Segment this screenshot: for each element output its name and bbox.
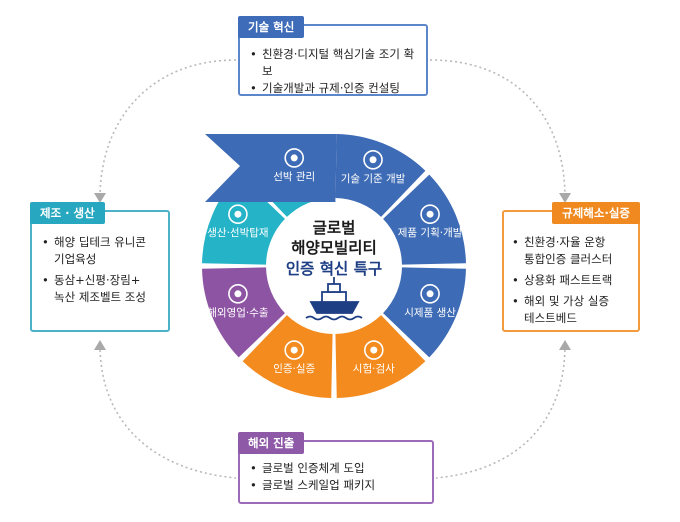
mfg-item-1-line2: 기업육성 [54,252,97,266]
reg-item-3-line2: 테스트베드 [524,311,577,325]
mfg-item-1: 해양 딥테크 유니콘 기업육성 [42,234,160,268]
connector-arc-top-right [429,59,566,199]
regulation-box: 규제해소·실증 친환경·자율 운항 통합인증 클러스터 상용화 패스트트랙 해외… [502,202,640,332]
center-title-line2: 해양모빌리티 [291,239,377,257]
segment-label-6: 해외영업·수출 [207,306,269,319]
reg-item-1-line1: 친환경·자율 운항 [524,235,606,249]
factory-ship-icon [228,204,248,225]
tech-innovation-title: 기술 혁신 [238,16,305,38]
mfg-item-2-line2: 녹산 제조벨트 조성 [54,290,146,304]
reg-item-1: 친환경·자율 운항 통합인증 클러스터 [512,234,632,268]
connector-arc-bottom-right [435,344,566,479]
reg-item-2: 상용화 패스트트랙 [512,272,632,289]
recycle-icon [363,149,383,170]
tech-item-2: 기술개발과 규제·인증 컨설팅 [250,80,416,97]
reg-item-3-line1: 해외 및 가상 실증 [524,294,610,308]
center-circle [271,203,397,329]
segment-3 [383,267,466,358]
globe-icon [228,283,248,304]
mfg-item-2-line1: 동삼+신평·장림+ [54,273,141,287]
connector-arc-top-left [99,59,237,199]
connector-arcs [99,59,566,479]
tech-item-1: 친환경·디지털 핵심기술 조기 확보 [250,46,416,80]
gear-check-icon [284,148,305,168]
reg-item-3: 해외 및 가상 실증 테스트베드 [512,293,632,327]
segment-label-2: 제품 기획·개발 [398,227,463,239]
segment-2 [383,174,466,265]
overseas-item-1: 글로벌 인증체계 도입 [250,460,422,477]
center-title-line3: 인증 혁신 특구 [286,260,382,278]
arrowhead-mfg-bottom [94,340,106,350]
mfg-item-1-line1: 해양 딥테크 유니콘 [54,235,146,249]
segment-label-5: 인증·실증 [273,363,315,375]
reg-item-2-line1: 상용화 패스트트랙 [524,273,613,287]
ship-icon [305,277,363,321]
segment-label-7: 생산·선박탑재 [207,227,268,239]
center-title-line1: 글로벌 [313,219,356,237]
segment-label-3: 시제품 생산 [404,307,456,319]
robot-arm-icon [420,283,440,304]
overseas-title: 해외 진출 [238,432,305,454]
connector-arc-bottom-left [99,344,237,479]
segment-6 [202,267,285,358]
segment-icons [228,148,440,360]
reg-item-1-line2: 통합인증 클러스터 [524,252,613,266]
blueprint-icon [420,204,440,225]
tech-innovation-box: 기술 혁신 친환경·디지털 핵심기술 조기 확보 기술개발과 규제·인증 컨설팅 [238,16,428,97]
manufacturing-box: 제조 · 생산 해양 딥테크 유니콘 기업육성 동삼+신평·장림+ 녹산 제조벨… [30,202,170,332]
arrowhead-reg-bottom [559,340,571,350]
segment-label-8: 선박 관리 [273,171,315,183]
overseas-item-2: 글로벌 스케일업 패키지 [250,477,422,494]
segment-label-4: 시험·검사 [353,363,395,375]
tech-standard-tab [205,134,337,203]
magnifier-icon [363,340,384,360]
segment-label-1: 기술 기준 개발 [341,173,406,185]
regulation-title: 규제해소·실증 [552,202,640,224]
connector-arrowheads [94,193,571,350]
mfg-item-2: 동삼+신평·장림+ 녹산 제조벨트 조성 [42,272,160,306]
arrowhead-mfg-top [94,193,106,203]
manufacturing-title: 제조 · 생산 [30,202,105,224]
segment-1 [335,134,426,217]
certificate-icon [284,340,305,360]
overseas-box: 해외 진출 글로벌 인증체계 도입 글로벌 스케일업 패키지 [238,432,434,504]
arrowhead-reg-top [559,193,571,203]
